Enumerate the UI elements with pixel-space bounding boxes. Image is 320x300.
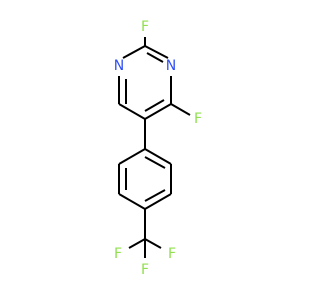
atom-f-top: F — [141, 19, 149, 35]
bond-ph1-ph2 — [118, 148, 146, 165]
atom-f-bottom-center: F — [141, 262, 149, 278]
bond-cf3-f-left — [128, 238, 146, 249]
bond-ph1-ph6 — [144, 148, 172, 165]
bond-c2-n3 — [144, 45, 169, 59]
bond-ph3-ph4 — [118, 193, 146, 210]
atom-n-right: N — [166, 58, 176, 74]
atom-f-right: F — [194, 111, 202, 127]
atom-f-bottom-left: F — [114, 246, 122, 262]
bond-ph4-ph5 — [144, 193, 172, 210]
atom-f-bottom-right: F — [168, 246, 176, 262]
bond-ph4-ph5-double — [144, 189, 166, 202]
bond-c2-n1 — [122, 45, 146, 59]
bond-c5-c4-double — [144, 99, 165, 112]
bond-ph1-ph6-double — [144, 156, 166, 169]
bond-c4-f — [170, 103, 191, 116]
bond-c5-c4 — [144, 103, 172, 120]
bond-c2-n3-double — [146, 52, 164, 63]
bond-c6-c5 — [118, 103, 146, 120]
chemical-structure: F N N F F F F — [0, 0, 300, 300]
atom-n-left: N — [114, 58, 124, 74]
bond-cf3-f-right — [144, 238, 162, 249]
canvas-background — [0, 0, 300, 300]
